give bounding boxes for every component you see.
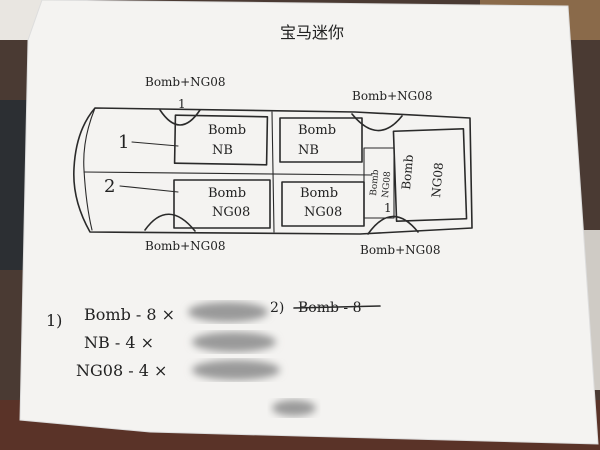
label-bottom-right: Bomb+NG08 xyxy=(360,243,441,257)
wheel-arch-top-right xyxy=(351,113,403,132)
box-bottom-left xyxy=(173,179,271,229)
box-top-right-line1: Bomb xyxy=(298,123,336,138)
marker-bottom: 1 xyxy=(384,201,392,215)
redaction-1 xyxy=(188,302,268,322)
redaction-2 xyxy=(192,332,276,352)
redaction-4 xyxy=(272,400,316,416)
row-2-pointer xyxy=(119,185,179,193)
box-top-left xyxy=(173,114,269,166)
center-divider xyxy=(83,171,373,176)
box-top-left-line1: Bomb xyxy=(208,123,246,138)
box-middle xyxy=(363,147,395,219)
rear-box-line2: NG08 xyxy=(429,162,446,198)
middle-box-line1: Bomb xyxy=(369,169,381,196)
list-item-1-prefix: 1) xyxy=(46,311,62,330)
box-bottom-right-line2: NG08 xyxy=(304,205,342,220)
label-bottom-left: Bomb+NG08 xyxy=(145,239,226,253)
paper-sheet xyxy=(19,0,599,445)
list-item-1: Bomb - 8 × xyxy=(84,305,175,324)
rear-box-line1: Bomb xyxy=(399,154,416,191)
list-item-2-prefix: 2) xyxy=(270,300,284,316)
box-bottom-right-line1: Bomb xyxy=(300,186,338,201)
car-outline xyxy=(73,107,473,235)
row-label-1: 1 xyxy=(118,132,129,153)
strike-through xyxy=(293,305,381,309)
title: 宝马迷你 xyxy=(280,23,344,42)
label-top-left: Bomb+NG08 xyxy=(145,75,226,89)
marker-top: 1 xyxy=(178,97,186,111)
box-top-right-line2: NB xyxy=(298,143,319,158)
row-label-2: 2 xyxy=(104,176,115,197)
redaction-3 xyxy=(192,360,280,380)
middle-box-line2: NG08 xyxy=(381,171,393,199)
list-item-2-struck: Bomb - 8 xyxy=(298,300,362,316)
box-top-left-line2: NB xyxy=(212,143,233,158)
wheel-arch-bottom-right xyxy=(367,215,419,235)
car-inner-line xyxy=(83,107,96,231)
box-rear xyxy=(392,128,468,222)
box-bottom-left-line2: NG08 xyxy=(212,205,250,220)
box-bottom-left-line1: Bomb xyxy=(208,186,246,201)
list-item-3: NG08 - 4 × xyxy=(76,361,167,380)
box-top-right xyxy=(279,117,363,163)
seat-divider xyxy=(271,111,275,233)
wheel-arch-bottom-left xyxy=(144,213,196,232)
label-top-right: Bomb+NG08 xyxy=(352,89,433,103)
wheel-arch-top-left xyxy=(159,109,201,126)
list-item-2: NB - 4 × xyxy=(84,333,154,352)
row-1-pointer xyxy=(131,141,179,147)
